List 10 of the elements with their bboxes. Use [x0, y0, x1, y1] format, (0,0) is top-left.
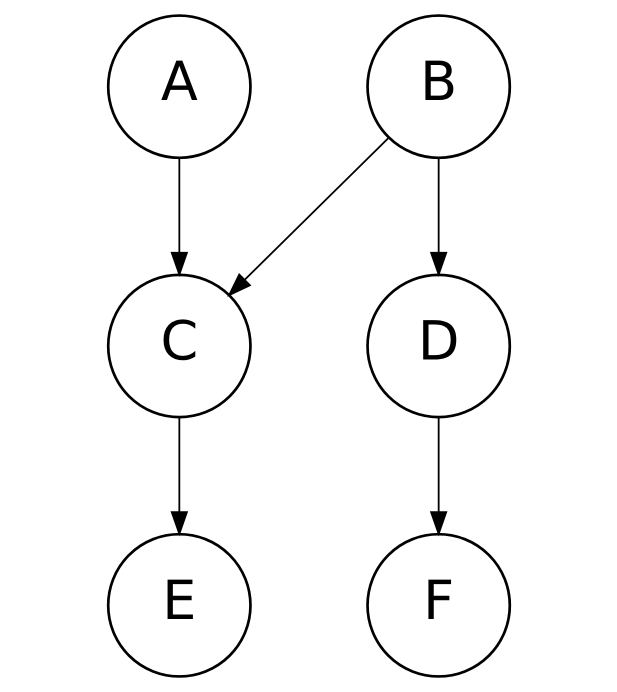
arrow: [429, 158, 447, 278]
node-circle: E: [106, 532, 252, 678]
node-circle: F: [366, 532, 511, 678]
arrow: [170, 418, 188, 536]
arrow: [226, 137, 389, 297]
node-circle: A: [106, 14, 252, 160]
arrow: [170, 158, 188, 278]
node-circle: B: [366, 14, 511, 160]
arrow: [429, 418, 447, 536]
node-circle: D: [366, 274, 511, 418]
